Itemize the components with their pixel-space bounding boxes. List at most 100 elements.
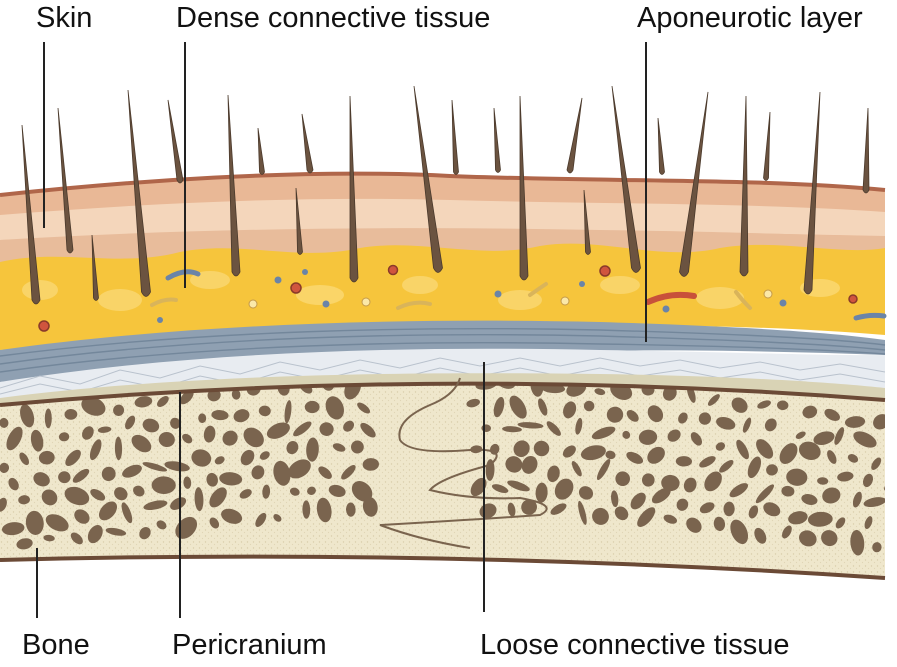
skin-inner-band — [0, 198, 885, 240]
bone-cavity — [801, 494, 818, 505]
bone-cavity — [824, 408, 840, 421]
bone-cavity — [90, 488, 106, 501]
bone-cavity — [6, 426, 23, 451]
bone-cavity — [251, 465, 265, 480]
bone-cavity — [351, 481, 373, 502]
bone-cavity — [626, 410, 639, 422]
bone-cavity — [284, 400, 292, 424]
bone-cavity — [535, 482, 548, 503]
bone-cavity — [661, 474, 680, 492]
bone-cavity — [533, 440, 550, 457]
bone-cavity — [233, 409, 250, 423]
bone-cavity — [850, 529, 865, 556]
bone-cavity — [350, 440, 364, 454]
bone-cavity — [306, 437, 319, 462]
bone-cavity — [736, 439, 749, 460]
bone-cavity — [817, 477, 829, 485]
bone-cavity — [209, 487, 227, 508]
bone-cavity — [255, 512, 267, 527]
bone-cavity — [258, 405, 271, 417]
bone-cavity — [65, 449, 81, 466]
bone-cavity — [763, 502, 781, 517]
bone-cavity — [813, 431, 835, 446]
bone-cavity — [637, 507, 656, 527]
bone-cavity — [273, 514, 282, 522]
bone-cavity — [852, 491, 862, 508]
bone-cavity — [795, 431, 806, 439]
bone-cavity — [164, 461, 190, 472]
bone-cavity — [615, 471, 630, 487]
bone-cavity — [594, 388, 606, 396]
bone-cavity — [592, 507, 609, 525]
bone-cavity — [614, 506, 629, 521]
bone-cavity — [575, 417, 583, 435]
bone-cavity — [507, 480, 530, 492]
bone-cavity — [89, 439, 102, 461]
bone-cavity — [517, 422, 544, 429]
bone-cavity — [507, 502, 516, 517]
bone-cavity — [647, 446, 665, 464]
bone-cavity — [316, 497, 332, 523]
bone-cavity — [893, 455, 897, 468]
bone-cavity — [834, 427, 845, 445]
bone-cavity — [847, 454, 859, 463]
bone-cavity — [766, 464, 778, 476]
hair-shaft — [493, 107, 501, 173]
bone-cavity — [827, 450, 837, 464]
bone-cavity — [788, 511, 808, 525]
bone-cavity — [470, 477, 487, 497]
bone-cavity — [755, 484, 775, 504]
hair-shaft — [295, 187, 303, 255]
hair-shaft — [21, 124, 41, 305]
bone-cavity — [538, 398, 548, 416]
bone-cavity — [139, 526, 151, 540]
hair-shafts — [21, 85, 870, 305]
bone-cavity — [332, 443, 346, 452]
bone-cavity — [288, 459, 311, 479]
bone-cavity — [821, 530, 838, 547]
bone-cavity — [707, 394, 720, 406]
bone-cavity — [105, 527, 127, 536]
bone-cavity — [125, 415, 136, 430]
bone-cavity — [777, 400, 789, 411]
bone-cavity — [890, 411, 897, 436]
bone-cavity — [142, 418, 160, 433]
bone-cavity — [318, 466, 332, 479]
bone-cavity — [638, 429, 658, 445]
bone-cavity — [521, 499, 537, 515]
cranial-suture — [379, 377, 548, 549]
hair-shaft — [583, 189, 591, 255]
bone-cavity — [134, 396, 153, 408]
hair-shaft — [127, 89, 151, 297]
bone-cavity — [101, 466, 116, 482]
bone-cavity — [362, 458, 379, 471]
bone-cavity — [307, 486, 316, 495]
bone-cavity — [699, 456, 716, 468]
bone-cavity — [319, 422, 334, 436]
bone-cavity — [38, 450, 55, 465]
bone-cavity — [605, 450, 616, 460]
bone-cavity — [328, 484, 346, 497]
bone-cavity — [505, 456, 523, 473]
aponeurosis-fibers — [0, 327, 886, 373]
bone-cavity — [0, 417, 9, 428]
bone-cavity — [345, 502, 356, 517]
bone-cavity — [583, 400, 595, 412]
bone-cavity — [786, 468, 808, 486]
hair-shaft — [451, 99, 459, 175]
bone-cavity — [240, 449, 255, 466]
bone-cavity — [663, 514, 677, 524]
hair-shaft — [803, 91, 821, 295]
bone-cavity — [667, 429, 681, 442]
loose-connective-tissue-label: Loose connective tissue — [480, 629, 790, 661]
bone-cavity — [122, 464, 142, 478]
bone-cavity — [30, 429, 44, 452]
bone-cavity — [647, 405, 664, 423]
bone-cavity — [20, 404, 35, 428]
bone-cavity — [98, 501, 118, 521]
hair-shaft — [413, 85, 443, 273]
bone-cavity — [798, 441, 821, 461]
bone-cavity — [304, 400, 320, 414]
hair-shaft — [57, 107, 74, 254]
bone-cavity — [142, 462, 168, 472]
